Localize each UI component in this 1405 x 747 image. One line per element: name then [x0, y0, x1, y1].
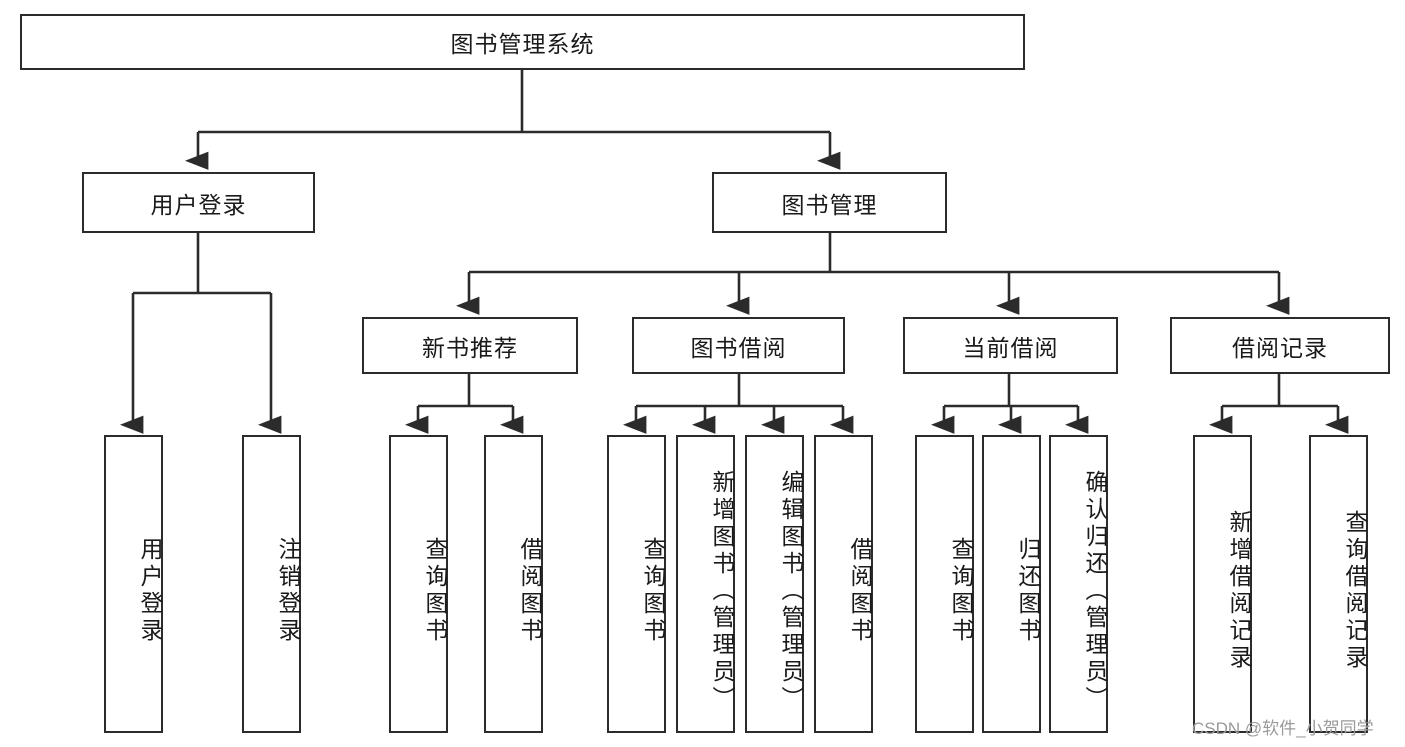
node-borrow-record[interactable]: 借阅记录: [1170, 317, 1390, 374]
leaf-label: 查询图书: [422, 537, 448, 645]
leaf-label: 借阅图书: [517, 537, 543, 645]
node-new-book-recommend[interactable]: 新书推荐: [362, 317, 578, 374]
node-current-borrow[interactable]: 当前借阅: [903, 317, 1118, 374]
leaf-borrow-edit-book-admin[interactable]: 编辑图书（管理员）: [745, 435, 804, 733]
leaf-current-return-book[interactable]: 归还图书: [982, 435, 1041, 733]
node-root-system[interactable]: 图书管理系统: [20, 14, 1025, 70]
leaf-label: 编辑图书（管理员）: [778, 469, 804, 713]
leaf-label: 确认归还（管理员）: [1082, 469, 1108, 713]
leaf-borrow-add-book-admin[interactable]: 新增图书（管理员）: [676, 435, 735, 733]
leaf-label: 归还图书: [1015, 537, 1041, 645]
leaf-label: 注销登录: [275, 537, 301, 645]
leaf-record-query-record[interactable]: 查询借阅记录: [1309, 435, 1368, 733]
node-user-login[interactable]: 用户登录: [82, 172, 315, 233]
leaf-newbook-query-book[interactable]: 查询图书: [389, 435, 448, 733]
leaf-label: 新增借阅记录: [1226, 510, 1252, 672]
leaf-label: 新增图书（管理员）: [709, 469, 735, 713]
leaf-record-add-record[interactable]: 新增借阅记录: [1193, 435, 1252, 733]
leaf-user-login[interactable]: 用户登录: [104, 435, 163, 733]
leaf-label: 查询图书: [640, 537, 666, 645]
leaf-current-confirm-return-admin[interactable]: 确认归还（管理员）: [1049, 435, 1108, 733]
leaf-current-query-book[interactable]: 查询图书: [915, 435, 974, 733]
leaf-user-logout[interactable]: 注销登录: [242, 435, 301, 733]
leaf-label: 查询图书: [948, 537, 974, 645]
node-book-management[interactable]: 图书管理: [712, 172, 947, 233]
leaf-borrow-lend-book[interactable]: 借阅图书: [814, 435, 873, 733]
watermark-text: CSDN @软件_小贺同学: [1192, 719, 1374, 738]
leaf-newbook-borrow-book[interactable]: 借阅图书: [484, 435, 543, 733]
leaf-label: 借阅图书: [847, 537, 873, 645]
leaf-label: 用户登录: [137, 537, 163, 645]
leaf-borrow-query-book[interactable]: 查询图书: [607, 435, 666, 733]
leaf-label: 查询借阅记录: [1342, 510, 1368, 672]
node-book-borrow[interactable]: 图书借阅: [632, 317, 845, 374]
